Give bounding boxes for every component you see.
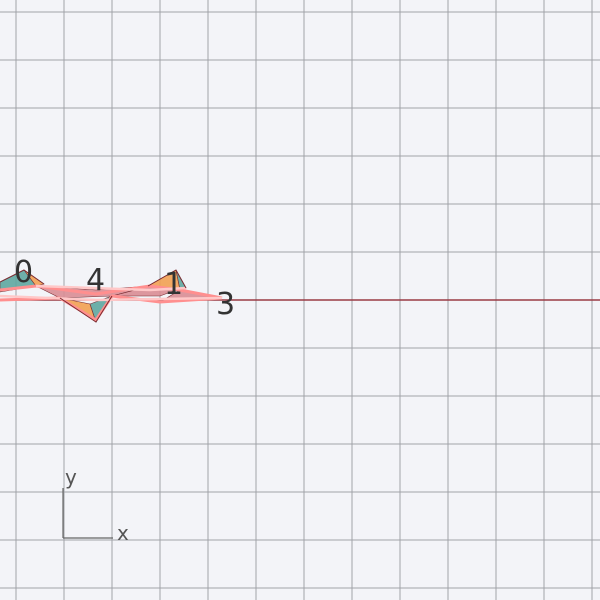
vertex-label-0: 0 bbox=[14, 255, 33, 290]
mesh-edge bbox=[35, 284, 187, 292]
vertex-label-1: 1 bbox=[164, 267, 183, 302]
mesh-object[interactable] bbox=[0, 269, 223, 323]
gizmo-y-label: y bbox=[65, 465, 77, 489]
vertex-label-3: 3 bbox=[216, 287, 235, 322]
axes-gizmo: y x bbox=[62, 465, 129, 545]
mesh-edge bbox=[0, 269, 45, 285]
mesh-edge bbox=[0, 294, 223, 302]
gizmo-x-label: x bbox=[117, 521, 129, 545]
mesh-edge bbox=[59, 295, 113, 323]
vertex-label-4: 4 bbox=[86, 263, 105, 298]
mesh-edge bbox=[147, 269, 187, 289]
